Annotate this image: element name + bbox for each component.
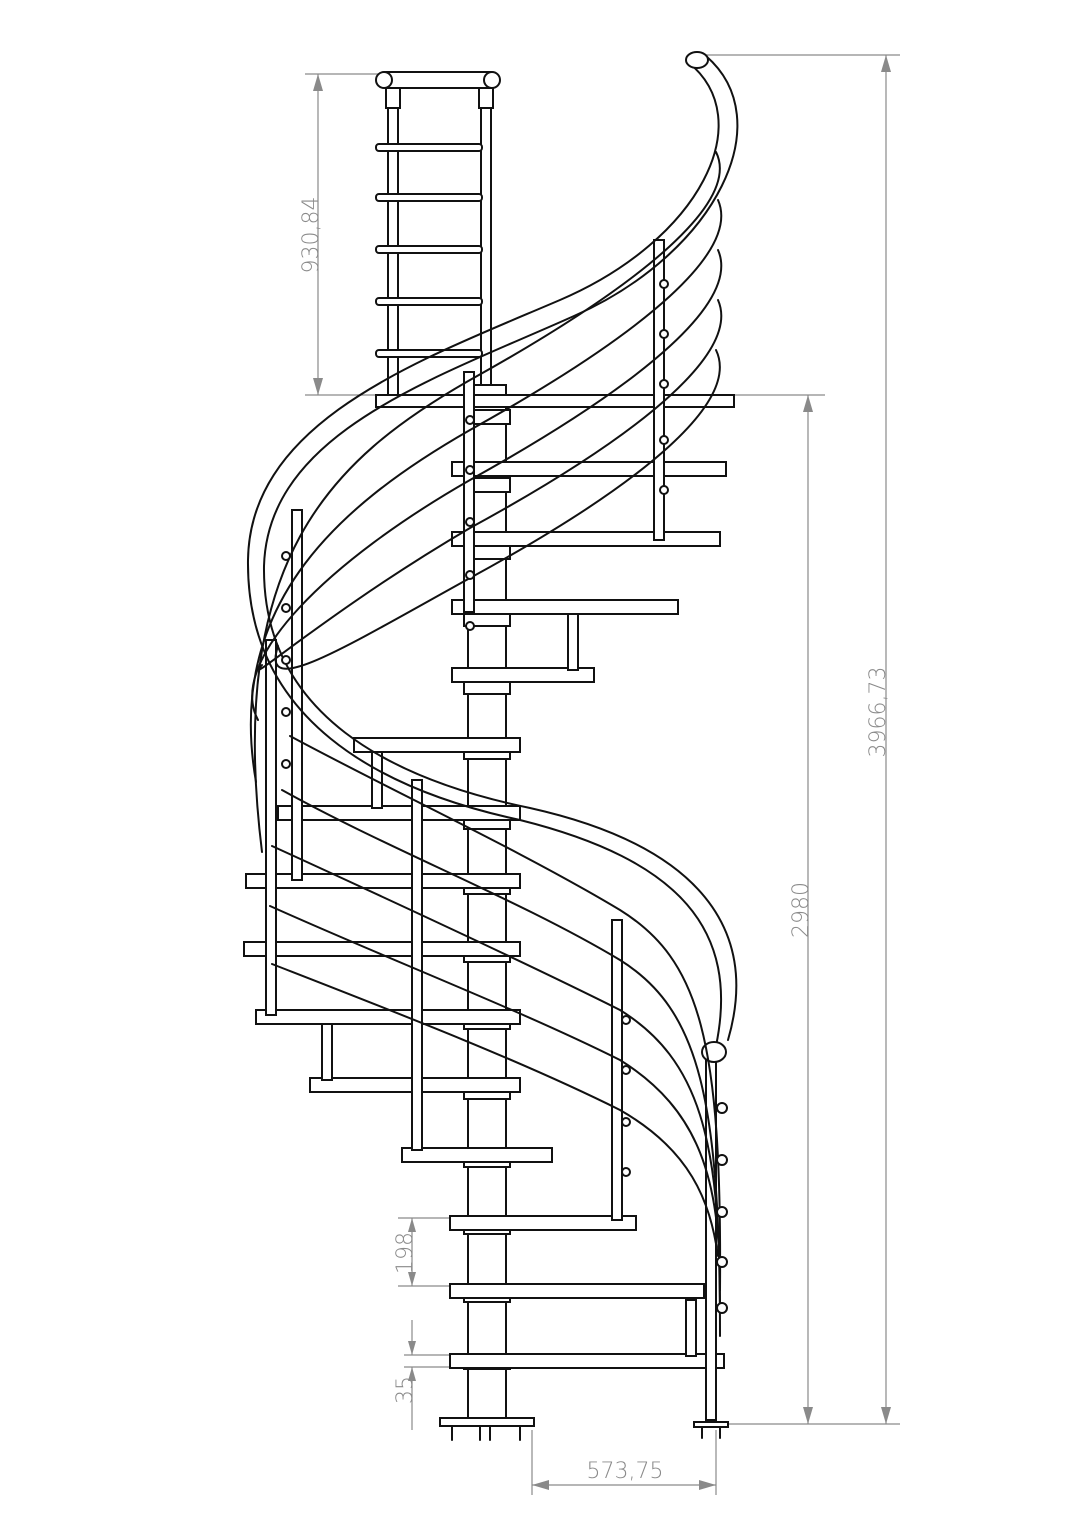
landing-balustrade	[375, 71, 501, 396]
balusters	[265, 239, 717, 1421]
dim-total-height-label: 3966,73	[866, 667, 891, 758]
tread	[255, 1009, 521, 1025]
dim-radius-label: 573,75	[587, 1459, 664, 1484]
tread	[451, 667, 595, 683]
treads	[243, 461, 727, 1369]
dim-floor-height-label: 2980	[789, 882, 814, 938]
tread	[277, 805, 521, 821]
tread	[401, 1147, 553, 1163]
dim-step-rise-label: 198	[393, 1232, 418, 1274]
dim-tread-thickness-label: 35	[393, 1376, 418, 1404]
tread	[449, 1215, 637, 1231]
landing-crossbars	[375, 143, 483, 358]
tread	[451, 599, 679, 615]
tread	[451, 531, 721, 547]
dimension-lines	[305, 54, 900, 1495]
tread	[353, 737, 521, 753]
tread	[245, 873, 521, 889]
outer-post-base	[693, 1421, 729, 1439]
dim-balustrade-height-label: 930,84	[299, 197, 324, 274]
dimension-labels: 3966,73 2980 930,84 198 35 573,75	[299, 197, 891, 1484]
tread	[243, 941, 521, 957]
tread	[449, 1353, 725, 1369]
tread	[451, 461, 727, 477]
rail-clamps	[281, 279, 728, 1314]
column-base-plate	[439, 1417, 535, 1427]
tread	[449, 1283, 705, 1299]
infill-rails-lower	[269, 735, 722, 1337]
